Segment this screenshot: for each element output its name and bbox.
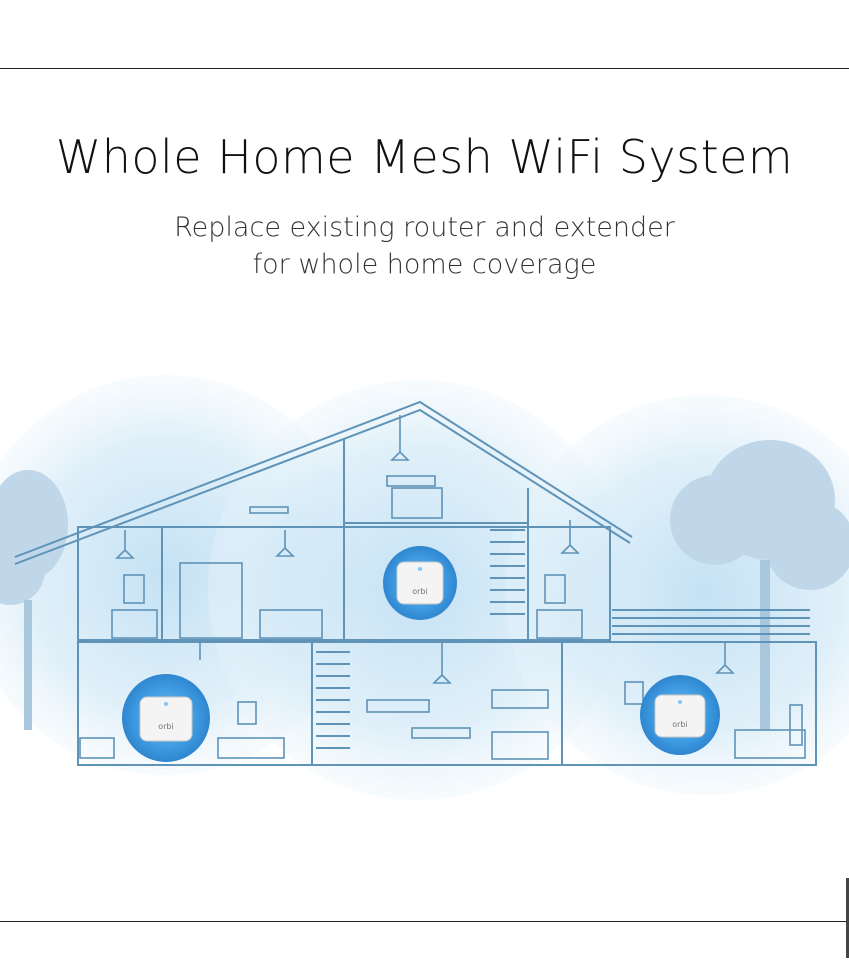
router-icon-left: orbi — [122, 674, 210, 762]
router-brand-label: orbi — [672, 720, 687, 729]
subtitle-line-1: Replace existing router and extender — [174, 212, 675, 243]
tree-icon-right — [670, 440, 849, 730]
edge-divider — [846, 878, 849, 958]
house-outline — [14, 400, 817, 766]
subtitle-line-2: for whole home coverage — [252, 249, 597, 280]
router-icon-right: orbi — [640, 675, 720, 755]
stairs — [316, 529, 525, 749]
router-brand-label: orbi — [158, 722, 173, 731]
tree-icon-left — [0, 470, 68, 730]
bottom-divider — [0, 921, 849, 922]
router-icon-upstairs: orbi — [383, 546, 457, 620]
house-illustration: orbi orbi orbi — [0, 375, 849, 800]
router-brand-label: orbi — [412, 587, 427, 596]
top-divider — [0, 68, 849, 69]
furniture — [79, 415, 806, 760]
page-title: Whole Home Mesh WiFi System — [55, 130, 794, 184]
